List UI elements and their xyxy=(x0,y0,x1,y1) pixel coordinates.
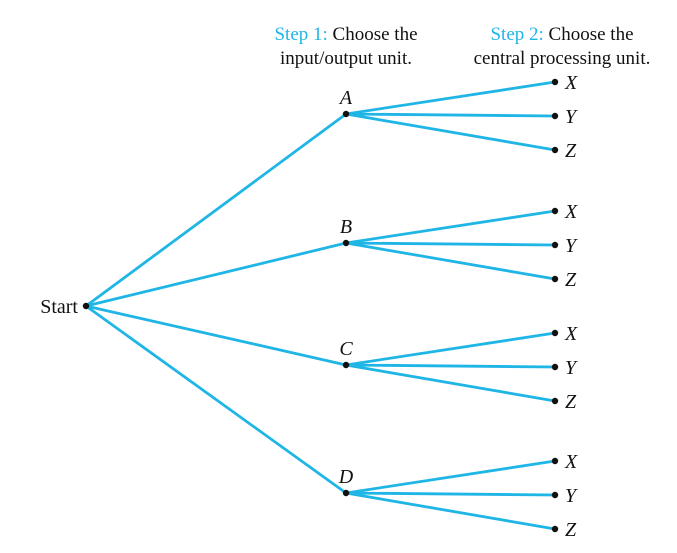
leaf-label-a-z: Z xyxy=(565,140,577,162)
branch-label-d: D xyxy=(338,466,354,488)
edge-b-to-x xyxy=(344,209,557,245)
tree-edges xyxy=(84,80,557,531)
node-d xyxy=(342,489,350,497)
step1-heading: Step 1: Choose the xyxy=(274,24,417,45)
edge-d-to-z xyxy=(344,491,557,531)
leaf-label-d-y: Y xyxy=(565,485,578,507)
leaf-label-c-x: X xyxy=(564,323,578,345)
root-label: Start xyxy=(40,296,78,318)
leaf-node-d-y xyxy=(551,491,559,499)
edge-c-to-z xyxy=(344,363,557,403)
step1-subheading: input/output unit. xyxy=(280,48,412,69)
leaf-node-a-y xyxy=(551,112,559,120)
edge-d-to-x xyxy=(344,459,557,495)
leaf-node-c-x xyxy=(551,329,559,337)
branch-label-b: B xyxy=(340,216,352,238)
edge-b-to-z xyxy=(344,241,557,281)
step2-prefix: Step 2: xyxy=(490,24,543,45)
step1-prefix: Step 1: xyxy=(274,24,327,45)
leaf-label-b-z: Z xyxy=(565,269,577,291)
root-node xyxy=(82,302,90,310)
leaf-label-d-x: X xyxy=(564,451,578,473)
node-b xyxy=(342,239,350,247)
leaf-label-a-x: X xyxy=(564,72,578,94)
leaf-node-b-z xyxy=(551,275,559,283)
edge-start-to-b xyxy=(84,241,348,308)
edge-c-to-y xyxy=(344,363,557,369)
leaf-node-a-z xyxy=(551,146,559,154)
leaf-label-a-y: Y xyxy=(565,106,578,128)
edge-a-to-y xyxy=(344,112,557,118)
leaf-node-d-z xyxy=(551,525,559,533)
leaf-node-c-z xyxy=(551,397,559,405)
step2-heading: Step 2: Choose the xyxy=(490,24,633,45)
edge-start-to-c xyxy=(84,304,348,367)
tree-nodes xyxy=(82,78,559,533)
branch-label-c: C xyxy=(339,338,353,360)
edge-a-to-z xyxy=(344,112,557,152)
leaf-node-d-x xyxy=(551,457,559,465)
leaf-label-c-z: Z xyxy=(565,391,577,413)
edge-c-to-x xyxy=(344,331,557,367)
step2-subheading: central processing unit. xyxy=(474,48,651,69)
leaf-node-a-x xyxy=(551,78,559,86)
node-a xyxy=(342,110,350,118)
leaf-label-b-y: Y xyxy=(565,235,578,257)
leaf-label-c-y: Y xyxy=(565,357,578,379)
edge-start-to-d xyxy=(84,304,348,495)
leaf-label-b-x: X xyxy=(564,201,578,223)
edge-start-to-a xyxy=(84,112,348,308)
leaf-node-b-y xyxy=(551,241,559,249)
branch-label-a: A xyxy=(338,87,353,109)
leaf-label-d-z: Z xyxy=(565,519,577,541)
step2-text: Choose the xyxy=(544,24,634,45)
step1-text: Choose the xyxy=(328,24,418,45)
node-c xyxy=(342,361,350,369)
edge-a-to-x xyxy=(344,80,557,116)
edge-b-to-y xyxy=(344,241,557,247)
leaf-node-b-x xyxy=(551,207,559,215)
leaf-node-c-y xyxy=(551,363,559,371)
edge-d-to-y xyxy=(344,491,557,497)
